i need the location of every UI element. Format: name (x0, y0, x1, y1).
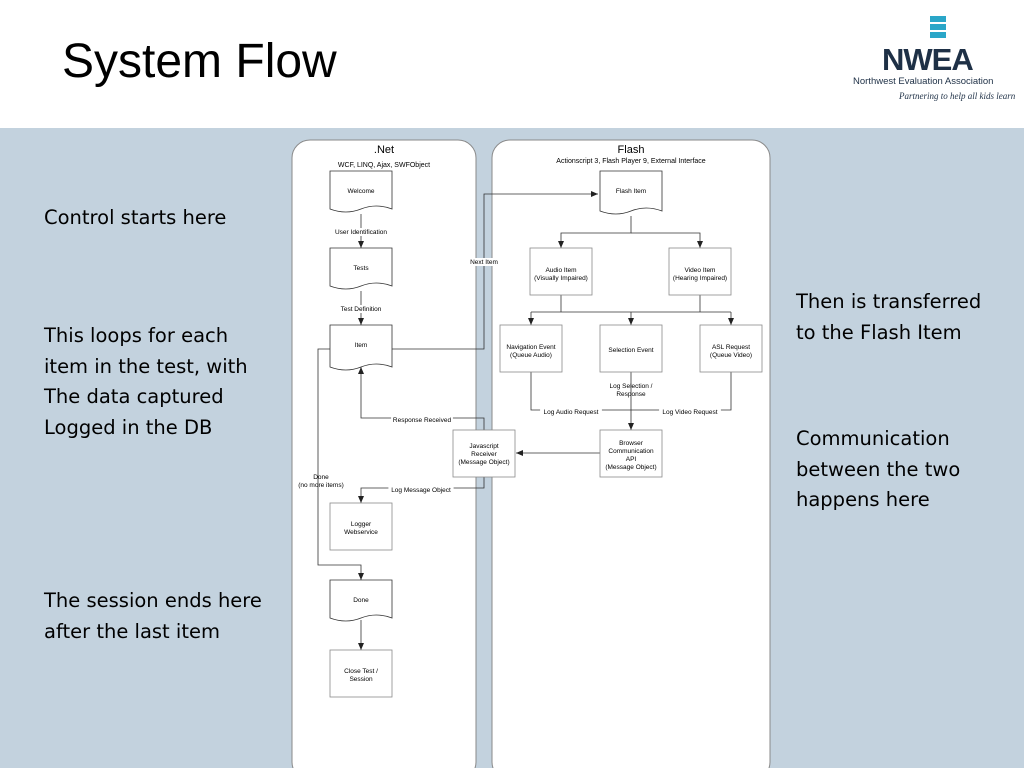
label-response-received-bg (391, 416, 453, 424)
label-log-message-object: Log Message Object (391, 487, 451, 494)
label-next-item: Next Item (470, 259, 498, 266)
label-browser-api-line-3: API (626, 456, 637, 463)
nwea-logo: NWEA Northwest Evaluation Association Pa… (850, 16, 1020, 106)
label-js-receiver-line-3: (Message Object) (458, 459, 509, 466)
label-asl-request-line-2: (Queue Video) (710, 352, 752, 359)
label-close-line-1: Close Test / (344, 668, 378, 675)
node-item (329, 324, 393, 371)
node-video-item (668, 247, 732, 296)
label-close-line-2: Session (349, 676, 373, 683)
label-done-no-more-line-2: (no more items) (298, 482, 344, 489)
label-done-no-more-line-1: Done (313, 474, 329, 481)
logo-mark-icon (930, 16, 946, 44)
node-selection-event (599, 324, 663, 373)
label-video-item-line-2: (Hearing Impaired) (673, 275, 727, 282)
label-browser-api-line-2: Communication (608, 448, 654, 455)
lane-net-title: .Net (374, 144, 394, 156)
label-log-selection-response-line-2: Response (616, 391, 646, 398)
label-logger-line-1: Logger (351, 521, 372, 528)
label-log-video-request-bg (659, 408, 721, 416)
logo-subtitle: Northwest Evaluation Association (853, 76, 994, 87)
node-flash-item (599, 170, 663, 215)
label-test-definition: Test Definition (341, 306, 382, 313)
system-flow-diagram: .Net WCF, LINQ, Ajax, SWFObject Flash Ac… (291, 139, 771, 768)
label-item: Item (355, 342, 368, 349)
node-close (329, 649, 393, 698)
slide-header: System Flow NWEA Northwest Evaluation As… (0, 0, 1024, 128)
label-tests: Tests (353, 265, 369, 272)
node-logger (329, 502, 393, 551)
lane-flash-title: Flash (618, 144, 645, 156)
lane-net-subtitle: WCF, LINQ, Ajax, SWFObject (338, 162, 430, 169)
label-done: Done (353, 597, 369, 604)
edge-flash-audio (558, 216, 632, 248)
slide-title: System Flow (62, 35, 337, 88)
label-log-selection-response-line-1: Log Selection / (609, 383, 652, 390)
label-video-item-line-1: Video Item (685, 267, 716, 274)
label-log-audio-request: Log Audio Request (544, 409, 599, 416)
label-asl-request-line-1: ASL Request (712, 344, 750, 351)
logo-tagline: Partnering to help all kids learn (899, 91, 1016, 101)
label-log-video-request: Log Video Request (662, 409, 717, 416)
note-communication: Communication between the two happens he… (796, 427, 961, 511)
diagram-labels: WelcomeTestsItemLoggerWebserviceDoneClos… (298, 188, 752, 683)
label-nav-event-line-1: Navigation Event (506, 344, 555, 351)
note-loops: This loops for each item in the test, wi… (44, 324, 248, 439)
note-transferred: Then is transferred to the Flash Item (796, 290, 982, 344)
node-asl-request (699, 324, 763, 373)
label-audio-item-line-1: Audio Item (545, 267, 576, 274)
label-log-message-object-bg (388, 486, 454, 494)
label-welcome: Welcome (348, 188, 375, 195)
edge-done-no-more (317, 348, 364, 580)
label-test-definition-bg (333, 305, 389, 313)
label-next-item-bg (466, 258, 502, 266)
label-flash-item: Flash Item (616, 188, 646, 195)
node-audio-item (529, 247, 593, 296)
logo-name: NWEA (882, 42, 974, 77)
label-nav-event-line-2: (Queue Audio) (510, 352, 552, 359)
label-audio-item-line-2: (Visually Impaired) (534, 275, 588, 282)
lane-flash-subtitle: Actionscript 3, Flash Player 9, External… (556, 158, 706, 165)
label-js-receiver-line-2: Receiver (471, 451, 497, 458)
label-user-identification: User Identification (335, 229, 387, 236)
node-js-receiver (452, 429, 516, 478)
note-session-ends: The session ends here after the last ite… (44, 589, 262, 643)
label-js-receiver-line-1: Javascript (469, 443, 498, 450)
label-browser-api-line-1: Browser (619, 440, 644, 447)
label-response-received: Response Received (393, 417, 452, 424)
label-browser-api-line-4: (Message Object) (605, 464, 656, 471)
node-browser-api (599, 429, 663, 478)
node-welcome (329, 170, 393, 213)
edge-next-item (392, 191, 598, 350)
note-control-starts: Control starts here (44, 206, 227, 229)
slide-body: Control starts here This loops for each … (0, 128, 1024, 768)
edge-flash-video (631, 232, 703, 248)
node-done (329, 579, 393, 622)
label-user-identification-bg (326, 228, 396, 236)
label-logger-line-2: Webservice (344, 529, 378, 536)
label-log-audio-request-bg (540, 408, 602, 416)
label-selection-event: Selection Event (608, 347, 653, 354)
node-tests (329, 247, 393, 290)
node-nav-event (499, 324, 563, 373)
